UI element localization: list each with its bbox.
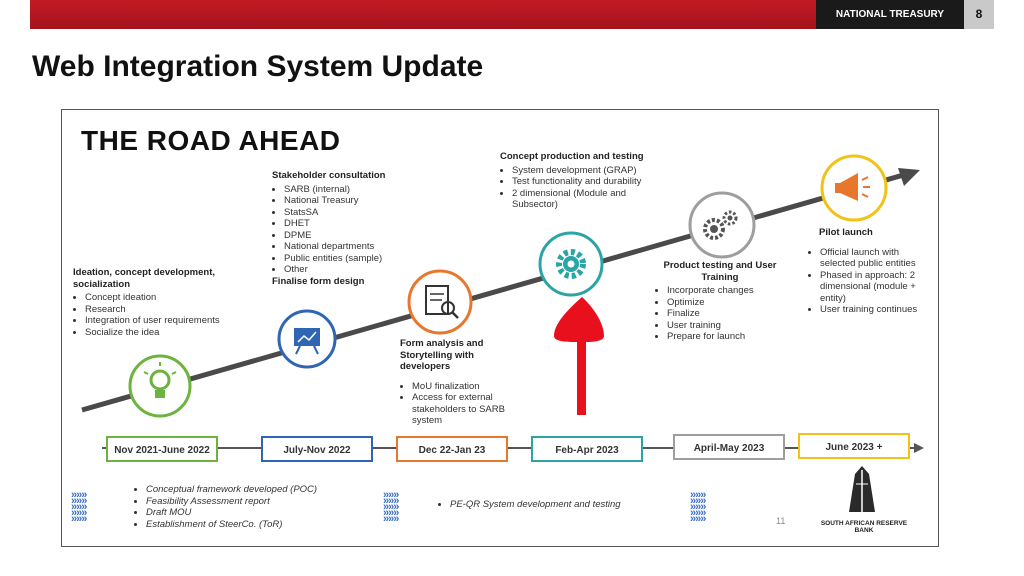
- chevron-icon: »»»»»»»»»»»»»»»: [690, 489, 706, 525]
- stage-item: National Treasury: [284, 195, 412, 207]
- stage-item: Other: [284, 264, 412, 276]
- stage-item: Socialize the idea: [85, 327, 238, 339]
- stage-pilot-launch: Pilot launch Official launch with select…: [808, 227, 933, 316]
- stage-item: Finalize: [667, 308, 785, 320]
- period-box: July-Nov 2022: [261, 436, 373, 462]
- stage-item: Integration of user requirements: [85, 315, 238, 327]
- lightbulb-icon: [128, 354, 192, 418]
- stage-item: User training continues: [820, 304, 933, 316]
- note-item: Conceptual framework developed (POC): [146, 484, 342, 496]
- sarb-logo: [849, 466, 875, 512]
- stage-heading: Concept production and testing: [500, 151, 644, 162]
- stage-item: Official launch with selected public ent…: [820, 247, 933, 270]
- gears-icon: [688, 191, 756, 259]
- bottom-notes-left: Conceptual framework developed (POC) Fea…: [132, 484, 342, 530]
- diagram-heading: THE ROAD AHEAD: [81, 125, 341, 156]
- gear-icon: [538, 231, 604, 297]
- brand-label: NATIONAL TREASURY: [816, 0, 964, 29]
- header-bar: [30, 0, 816, 29]
- stage-heading: Ideation, concept development, socializa…: [73, 267, 215, 290]
- stage-item: Incorporate changes: [667, 285, 785, 297]
- note-item: Establishment of SteerCo. (ToR): [146, 519, 342, 531]
- stage-item: User training: [667, 320, 785, 332]
- stage-product-testing: Product testing and User Training Incorp…: [655, 260, 785, 343]
- chevron-icon: »»»»»»»»»»»»»»»: [71, 489, 87, 525]
- note-item: PE-QR System development and testing: [450, 499, 676, 511]
- highlight-arrow: [554, 297, 604, 415]
- stage-ideation: Ideation, concept development, socializa…: [73, 267, 238, 338]
- stage-item: System development (GRAP): [512, 165, 650, 177]
- stage-item: Prepare for launch: [667, 331, 785, 343]
- period-box: June 2023 +: [798, 433, 910, 459]
- stage-item: Public entities (sample): [284, 253, 412, 265]
- roadmap-artwork: [81, 154, 924, 512]
- stage-concept-production: Concept production and testing System de…: [500, 151, 650, 211]
- stage-heading: Pilot launch: [819, 227, 873, 238]
- inner-slide-number: 11: [776, 516, 786, 526]
- stage-heading: Form analysis and Storytelling with deve…: [400, 338, 484, 372]
- timeline-arrowhead: [914, 443, 924, 453]
- stage-item: Access for external stakeholders to SARB…: [412, 392, 508, 427]
- stage-heading: Product testing and User Training: [663, 260, 777, 283]
- page-number: 8: [964, 0, 994, 29]
- slide-title: Web Integration System Update: [32, 50, 484, 83]
- road-arrowhead: [898, 168, 920, 186]
- stage-item: Optimize: [667, 297, 785, 309]
- document-magnifier-icon: [407, 269, 473, 335]
- stage-footer: Finalise form design: [272, 275, 365, 287]
- stage-form-analysis: Form analysis and Storytelling with deve…: [400, 338, 508, 427]
- megaphone-icon: [820, 154, 888, 222]
- presentation-board-icon: [277, 309, 337, 369]
- stage-item: DPME: [284, 230, 412, 242]
- stage-heading: Stakeholder consultation: [272, 170, 386, 181]
- stage-stakeholder-consultation: Stakeholder consultation SARB (internal)…: [272, 170, 412, 287]
- sarb-logo-text: SOUTH AFRICAN RESERVE BANK: [820, 520, 908, 534]
- stage-item: Test functionality and durability: [512, 176, 650, 188]
- note-item: Feasibility Assessment report: [146, 496, 342, 508]
- bottom-notes-middle: PE-QR System development and testing: [436, 499, 676, 511]
- stage-item: MoU finalization: [412, 381, 508, 393]
- period-box: Dec 22-Jan 23: [396, 436, 508, 462]
- stage-item: SARB (internal): [284, 184, 412, 196]
- stage-item: National departments: [284, 241, 412, 253]
- stage-item: Phased in approach: 2 dimensional (modul…: [820, 270, 933, 305]
- stage-item: Concept ideation: [85, 292, 238, 304]
- roadmap-image: THE ROAD AHEAD Ideation, concept develop…: [61, 109, 939, 547]
- period-box: Feb-Apr 2023: [531, 436, 643, 462]
- chevron-icon: »»»»»»»»»»»»»»»: [383, 489, 399, 525]
- road-line: [81, 171, 908, 413]
- note-item: Draft MOU: [146, 507, 342, 519]
- stage-item: StatsSA: [284, 207, 412, 219]
- stage-item: DHET: [284, 218, 412, 230]
- period-box: Nov 2021-June 2022: [106, 436, 218, 462]
- stage-item: 2 dimensional (Module and Subsector): [512, 188, 650, 211]
- stage-item: Research: [85, 304, 238, 316]
- period-box: April-May 2023: [673, 434, 785, 460]
